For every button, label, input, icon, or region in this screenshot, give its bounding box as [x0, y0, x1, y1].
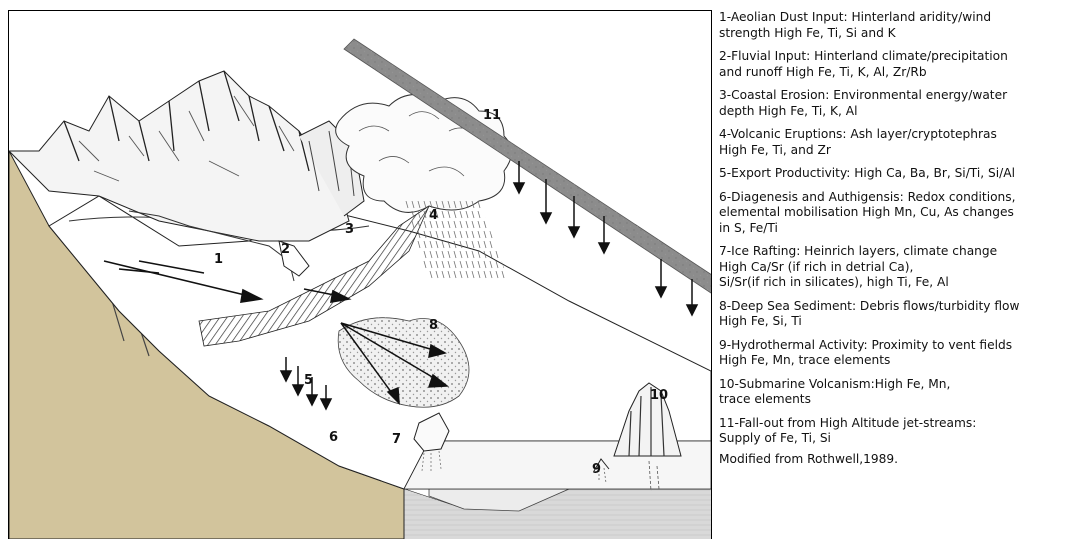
legend-item-1: 1-Aeolian Dust Input: Hinterland aridity… — [719, 10, 1077, 41]
label-2: 2 — [281, 242, 290, 257]
legend-item-5: 5-Export Productivity: High Ca, Ba, Br, … — [719, 166, 1077, 182]
legend-item-9: 9-Hydrothermal Activity: Proximity to ve… — [719, 338, 1077, 369]
legend-line: High Ca/Sr (if rich in detrial Ca), — [719, 260, 1077, 276]
legend-line: trace elements — [719, 392, 1077, 408]
legend-item-7: 7-Ice Rafting: Heinrich layers, climate … — [719, 244, 1077, 291]
legend-line: 4-Volcanic Eruptions: Ash layer/cryptote… — [719, 127, 1077, 143]
legend-line: 2-Fluvial Input: Hinterland climate/prec… — [719, 49, 1077, 65]
legend-line: Supply of Fe, Ti, Si — [719, 431, 1077, 447]
label-6: 6 — [329, 430, 338, 445]
legend-line: 7-Ice Rafting: Heinrich layers, climate … — [719, 244, 1077, 260]
legend-line: 1-Aeolian Dust Input: Hinterland aridity… — [719, 10, 1077, 26]
label-8: 8 — [429, 318, 438, 333]
legend-item-6: 6-Diagenesis and Authigensis: Redox cond… — [719, 190, 1077, 237]
label-5: 5 — [304, 373, 313, 388]
legend-line: 10-Submarine Volcanism:High Fe, Mn, — [719, 377, 1077, 393]
legend-line: in S, Fe/Ti — [719, 221, 1077, 237]
label-1: 1 — [214, 252, 223, 267]
label-7: 7 — [392, 432, 401, 447]
legend-item-10: 10-Submarine Volcanism:High Fe, Mn, trac… — [719, 377, 1077, 408]
legend-line: 3-Coastal Erosion: Environmental energy/… — [719, 88, 1077, 104]
legend-item-11: 11-Fall-out from High Altitude jet-strea… — [719, 416, 1077, 447]
legend-line: 9-Hydrothermal Activity: Proximity to ve… — [719, 338, 1077, 354]
legend-line: 6-Diagenesis and Authigensis: Redox cond… — [719, 190, 1077, 206]
label-3: 3 — [345, 222, 354, 237]
label-9: 9 — [592, 462, 601, 477]
legend-item-2: 2-Fluvial Input: Hinterland climate/prec… — [719, 49, 1077, 80]
label-10: 10 — [650, 388, 668, 403]
legend-line: 11-Fall-out from High Altitude jet-strea… — [719, 416, 1077, 432]
legend-line: Si/Sr(if rich in silicates), high Ti, Fe… — [719, 275, 1077, 291]
block-diagram-drawing: 1 2 3 4 5 6 7 8 9 10 11 — [9, 11, 711, 539]
legend: 1-Aeolian Dust Input: Hinterland aridity… — [719, 10, 1077, 467]
legend-line: elemental mobilisation High Mn, Cu, As c… — [719, 205, 1077, 221]
legend-line: High Fe, Ti, and Zr — [719, 143, 1077, 159]
legend-item-8: 8-Deep Sea Sediment: Debris flows/turbid… — [719, 299, 1077, 330]
block-diagram: 1 2 3 4 5 6 7 8 9 10 11 — [8, 10, 712, 539]
label-11: 11 — [483, 108, 501, 123]
legend-line: 8-Deep Sea Sediment: Debris flows/turbid… — [719, 299, 1077, 315]
legend-line: strength High Fe, Ti, Si and K — [719, 26, 1077, 42]
legend-line: depth High Fe, Ti, K, Al — [719, 104, 1077, 120]
legend-item-4: 4-Volcanic Eruptions: Ash layer/cryptote… — [719, 127, 1077, 158]
legend-line: High Fe, Si, Ti — [719, 314, 1077, 330]
label-4: 4 — [429, 208, 438, 223]
legend-item-3: 3-Coastal Erosion: Environmental energy/… — [719, 88, 1077, 119]
legend-line: and runoff High Fe, Ti, K, Al, Zr/Rb — [719, 65, 1077, 81]
source-credit: Modified from Rothwell,1989. — [719, 452, 1077, 467]
legend-line: High Fe, Mn, trace elements — [719, 353, 1077, 369]
legend-line: 5-Export Productivity: High Ca, Ba, Br, … — [719, 166, 1077, 182]
